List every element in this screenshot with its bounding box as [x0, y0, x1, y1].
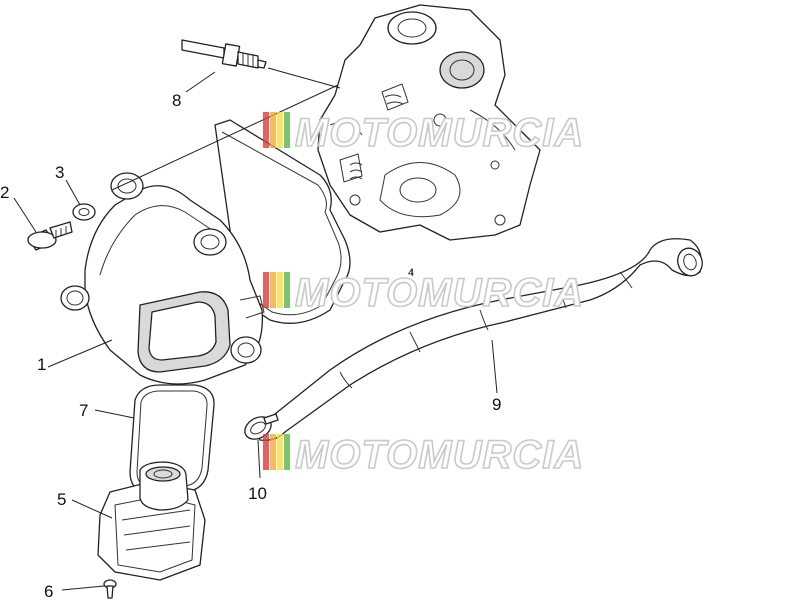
watermark-bar [263, 112, 269, 148]
watermark-text: MOTOMURCIA [295, 111, 584, 155]
watermark-bar [277, 434, 283, 470]
watermark-bar [263, 434, 269, 470]
breather-hose [249, 238, 703, 441]
callout-1: 1 [37, 355, 46, 374]
callout-5: 5 [57, 490, 66, 509]
callout-8: 8 [172, 91, 181, 110]
small-screw [103, 579, 117, 599]
callout-6: 6 [44, 582, 53, 600]
hose-clamp [244, 413, 279, 440]
callout-3: 3 [55, 163, 64, 182]
spark-plug [181, 39, 267, 69]
filter-housing [97, 461, 206, 581]
cylinder-head [317, 4, 541, 241]
watermark-bar [277, 272, 283, 308]
leader-lines [13, 67, 498, 591]
watermark-text: MOTOMURCIA [295, 271, 584, 315]
watermark-logo-middle: MOTOMURCIA [263, 270, 584, 316]
callout-7: 7 [79, 401, 88, 420]
callout-10: 10 [248, 484, 267, 503]
watermark-bar [270, 434, 276, 470]
sealing-washer [72, 203, 96, 221]
watermark-logo-bottom: MOTOMURCIA [263, 432, 584, 478]
watermark-text: MOTOMURCIA [295, 433, 584, 477]
watermark-bar [284, 272, 290, 308]
flange-bolt [27, 221, 73, 251]
watermark-bar [284, 112, 290, 148]
watermark-bar [284, 434, 290, 470]
callout-labels: 1 2 3 4 5 6 7 8 9 10 [0, 91, 501, 600]
watermark-bar [263, 272, 269, 308]
callout-4: 4 [408, 267, 414, 279]
watermark-logo-top: MOTOMURCIA [263, 110, 584, 156]
watermark-bar [270, 112, 276, 148]
callout-2: 2 [0, 183, 9, 202]
watermark-bar [277, 112, 283, 148]
cylinder-head-cover [60, 172, 265, 385]
callout-9: 9 [492, 395, 501, 414]
watermark-bar [270, 272, 276, 308]
